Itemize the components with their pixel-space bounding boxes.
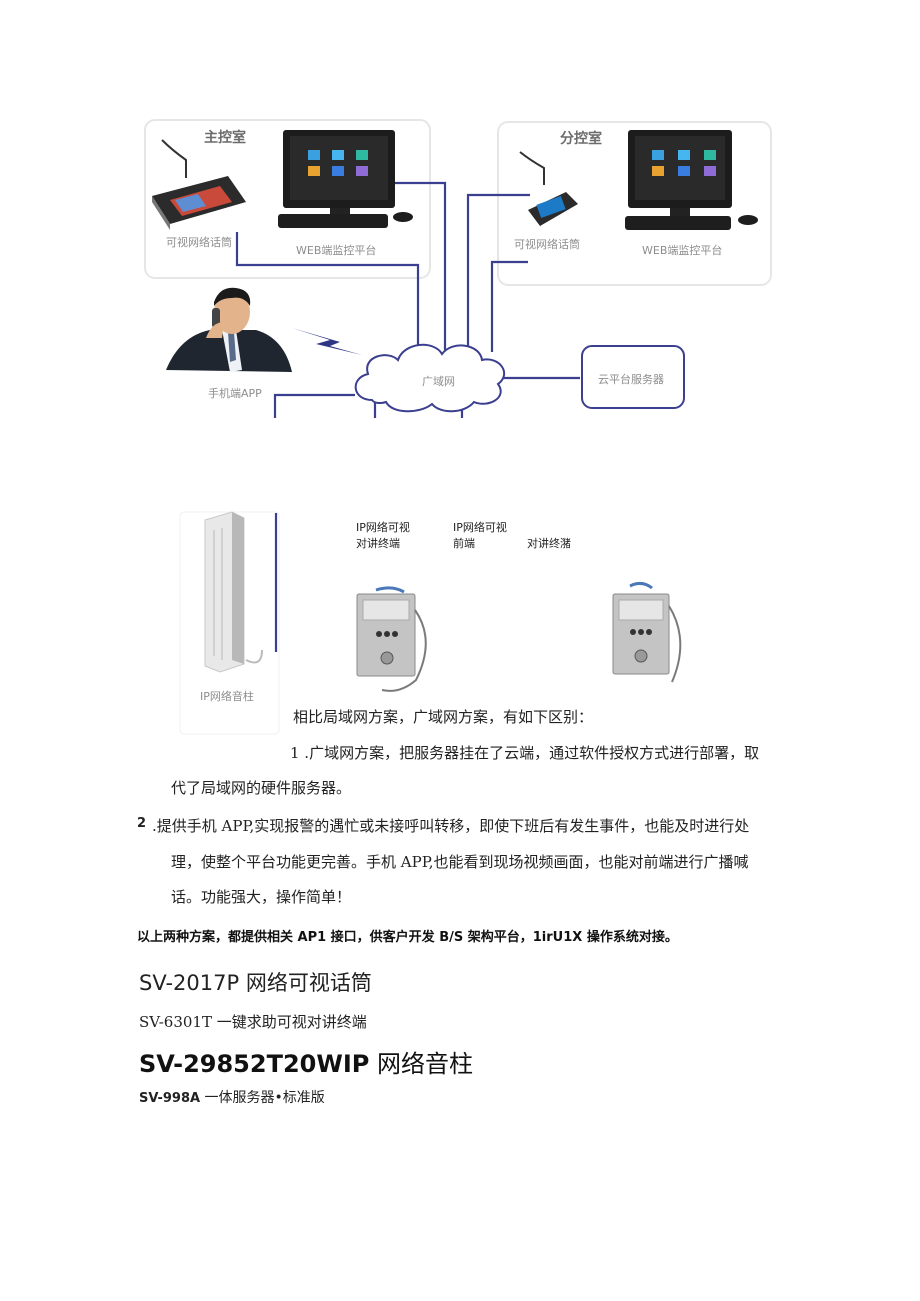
terminal-2-icon — [612, 581, 682, 683]
terminal-2-label: IP网络可视 前端 — [453, 520, 507, 552]
cloud-server-label: 云平台服务器 — [598, 373, 664, 386]
point-1-line-2: 代了局域网的硬件服务器。 — [171, 779, 352, 797]
terminal-1-icon — [356, 586, 427, 692]
point-2-line-2: 理，使整个平台功能更完善。手机 APP,也能看到现场视频画面，也能对前端进行广播… — [171, 853, 749, 871]
terminal-2-label-line2: 前端 — [453, 537, 475, 550]
branch-web-label: WEB端监控平台 — [642, 244, 723, 257]
branch-mic-label: 可视网络话筒 — [514, 238, 580, 251]
point-2-number: 2 — [137, 816, 147, 831]
wireless-bolt-icon — [292, 328, 362, 355]
point-2-line-3: 话。功能强大，操作简单！ — [171, 888, 352, 906]
product-3-model: SV-29852T20WIP — [139, 1050, 370, 1078]
product-1: SV-2017P 网络可视话筒 — [139, 971, 372, 995]
terminal-1-label-line2: 对讲终端 — [356, 537, 400, 550]
wan-cloud — [354, 343, 505, 413]
network-diagram: 主控室 分控室 可视网络话筒 WEB端监控平台 可视网络话筒 WEB端监控平台 … — [144, 119, 772, 735]
terminal-3-label: 对讲终潴 — [527, 537, 571, 550]
product-3: SV-29852T20WIP 网络音柱 — [139, 1044, 473, 1079]
branch-monitor-icon — [625, 130, 758, 230]
speaker-label: IP网络音柱 — [200, 690, 254, 703]
product-4-name: 一体服务器•标准版 — [200, 1090, 325, 1106]
product-2: SV-6301T 一键求助可视对讲终端 — [139, 1013, 367, 1031]
diagram-graphics — [144, 119, 772, 735]
intro-paragraph: 相比局域网方案，广域网方案，有如下区别： — [293, 708, 594, 726]
phone-app-label: 手机端APP — [208, 387, 262, 400]
main-room-title: 主控室 — [204, 130, 246, 146]
terminal-1-label-line1: IP网络可视 — [356, 521, 410, 534]
terminal-2-label-line1: IP网络可视 — [453, 521, 507, 534]
terminal-1-label: IP网络可视 对讲终端 — [356, 520, 410, 552]
main-web-label: WEB端监控平台 — [296, 244, 377, 257]
product-4-model: SV-998A — [139, 1091, 201, 1106]
wan-label: 广域网 — [422, 375, 455, 388]
point-1-line-1: 1 .广域网方案，把服务器挂在了云端，通过软件授权方式进行部署，取 — [290, 744, 760, 762]
point-2-line-1: .提供手机 APP,实现报警的遇忙或未接呼叫转移，即使下班后有发生事件，也能及时… — [152, 817, 750, 835]
branch-room-title: 分控室 — [560, 131, 602, 147]
main-monitor-icon — [278, 130, 413, 228]
product-3-name: 网络音柱 — [369, 1050, 473, 1078]
main-mic-console-icon — [152, 139, 246, 230]
product-4: SV-998A 一体服务器•标准版 — [139, 1087, 325, 1107]
connection-lines — [235, 181, 580, 418]
cloud-server-box — [581, 345, 685, 409]
main-mic-label: 可视网络话筒 — [166, 236, 232, 249]
summary-paragraph: 以上两种方案，都提供相关 AP1 接口，供客户开发 B/S 架构平台，1irU1… — [137, 930, 678, 945]
person-phone-icon — [166, 287, 292, 372]
speaker-column-icon — [179, 511, 280, 735]
branch-mic-icon — [519, 151, 578, 226]
